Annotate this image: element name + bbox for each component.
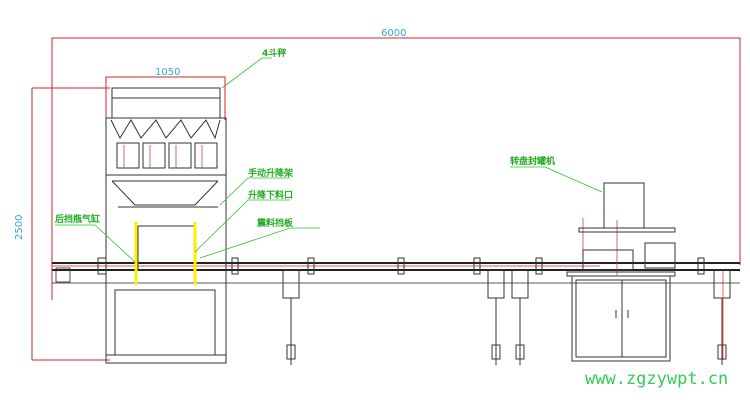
dim-weigher-width: 1050 <box>155 67 180 78</box>
conveyor-supports <box>97 257 731 365</box>
label-weigher: 4斗秤 <box>262 47 286 59</box>
leader-lines <box>55 57 603 263</box>
dimension-lines <box>31 37 741 361</box>
label-rotary-sealer: 转盘封罐机 <box>510 155 555 167</box>
yellow-guides <box>134 222 197 285</box>
watermark: www.zgzywpt.cn <box>585 369 728 389</box>
label-vibration-baffle: 震料挡板 <box>256 217 294 229</box>
dim-height: 2500 <box>14 215 25 240</box>
dim-total-length: 6000 <box>381 28 406 39</box>
rotary-sealer-machine <box>566 182 676 362</box>
label-lift-discharge: 升降下料口 <box>248 189 293 201</box>
weigher-machine <box>105 87 227 364</box>
label-manual-lift-frame: 手动升降架 <box>248 167 293 179</box>
label-rear-bottle-cylinder: 后挡瓶气缸 <box>55 213 100 225</box>
